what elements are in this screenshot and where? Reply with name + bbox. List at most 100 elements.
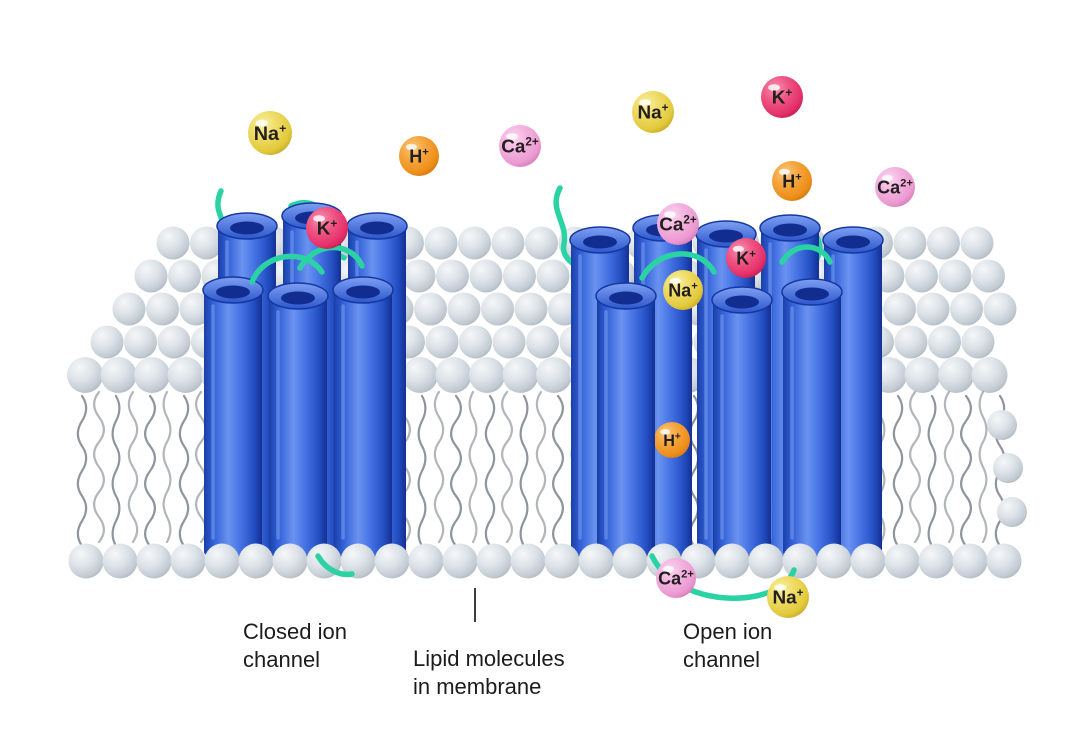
glycan-strand [639,251,717,281]
lipid-head [884,543,920,579]
lipid-head [168,259,201,293]
lipid-head [156,226,190,260]
ion-k: K+ [306,207,348,249]
ion-highlight [639,99,651,106]
lipid-head [408,543,444,579]
lipid-head [157,325,191,359]
lipid-head [510,543,546,579]
ion-highlight [660,429,671,435]
lipid-head [68,543,104,579]
lipid-head [782,543,818,579]
caption-line: Open ion [683,619,773,644]
channel-cylinder-mouth [836,235,870,249]
lipid-tail [417,394,427,548]
lipid-head [894,325,928,359]
glycan-strand [315,553,355,578]
ion-highlight [669,277,682,285]
lipid-head [170,543,206,579]
lipid-head [90,325,124,359]
lipid-head [134,357,170,393]
lipid-head [425,325,459,359]
lipid-head [972,259,1005,293]
ion-h: H+ [654,422,690,458]
lipid-head [536,259,570,293]
ion-highlight [255,119,268,127]
channel-cylinder-mouth [795,287,829,301]
lipid-head [424,226,458,260]
caption-line: in membrane [413,673,542,699]
ion-label: K+ [317,217,338,239]
channel-cylinder-mouth [360,221,394,235]
ion-label: Na+ [254,121,286,145]
ion-na: Na+ [663,270,703,310]
lipid-tail [519,394,529,548]
lipid-pointer-line [474,588,476,622]
lipid-head [100,357,137,393]
lipid-head [435,357,472,393]
lipid-head [714,543,750,579]
lipid-head [204,543,240,579]
ion-highlight [313,215,325,222]
lipid-head [340,543,376,579]
ion-highlight [768,84,780,91]
lipid-head [927,226,960,260]
ion-highlight [506,133,518,140]
lipid-head [525,226,558,260]
ion-label: Ca2+ [501,135,539,157]
caption-line: Lipid molecules [413,646,565,671]
lipid-head [146,292,179,326]
lipid-bottom-leaflet-heads [68,543,1022,579]
ion-label: Na+ [773,586,804,608]
channel-cylinder-body [204,290,262,552]
ion-na: Na+ [767,576,809,618]
lipid-head [916,292,950,326]
ion-label: H+ [663,431,681,449]
caption-line: channel [683,646,761,672]
lipid-tail [978,390,988,544]
lipid-head [883,292,916,326]
channel-cylinder-mouth [281,291,315,305]
lipid-tail [688,394,700,548]
caption-line: channel [243,646,321,672]
lipid-head [536,357,572,393]
lipid-tail [501,390,513,544]
ions-above-membrane: Na+H+Ca2+Na+K+H+Ca2+ [248,76,915,207]
lipid-head [491,226,525,260]
lipid-head [492,325,526,359]
channel-cylinder-mouth [583,235,617,249]
lipid-tail [93,390,105,544]
lipid-head [402,357,438,393]
lipid-head [124,325,157,359]
lipid-head [102,543,138,579]
lipid-tail [162,390,172,544]
lipid-head [502,357,539,393]
channel-cylinder-mouth [609,291,643,305]
channel-cylinder-body [783,292,841,552]
ion-label: Ca2+ [658,568,694,588]
channel-cylinder-mouth [773,223,807,237]
ion-k: K+ [761,76,803,118]
lipid-tail [178,394,190,548]
lipid-head [447,292,481,326]
channel-cylinder-mouth [709,229,743,243]
lipid-tail [943,390,955,544]
ion-h: H+ [399,136,439,176]
lipid-head [514,292,548,326]
ion-label: H+ [782,171,802,191]
lipid-molecules-label: Lipid molecules in membrane [413,645,565,701]
channel-cylinder-body [713,300,771,552]
lipid-head [442,543,478,579]
lipid-head [458,226,491,260]
channel-cylinder-body [334,290,392,552]
lipid-head [904,357,941,393]
ions-at-channels: K+ Ca2+ K+ Ca2+ Na+ [306,203,809,618]
ion-ca: Ca2+ [657,203,699,245]
lipid-head [905,259,938,293]
ion-k: K+ [726,238,766,278]
lipid-head [402,259,436,293]
open-ion-channel-label: Open ion channel [683,618,772,674]
lipid-tail [144,394,156,548]
ion-highlight [732,245,745,253]
ion-na: Na+ [248,111,292,155]
